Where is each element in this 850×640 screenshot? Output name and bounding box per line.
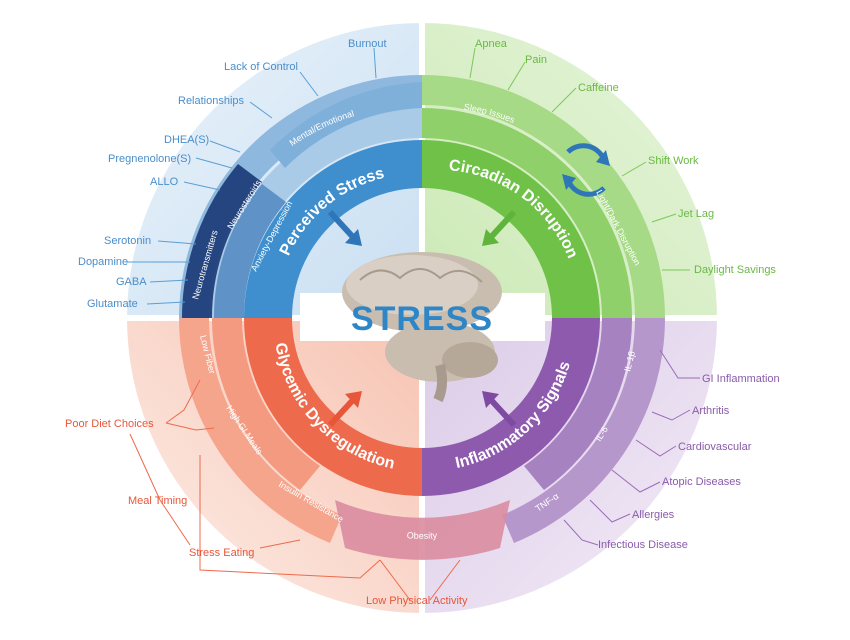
perceived-stress-quadrant — [179, 75, 422, 318]
label-allo: ALLO — [150, 176, 179, 188]
label-caffeine: Caffeine — [578, 82, 619, 94]
label-daylight-savings: Daylight Savings — [694, 264, 776, 276]
perceived-outer-labels: Burnout Lack of Control Relationships DH… — [78, 38, 387, 310]
label-burnout: Burnout — [348, 38, 387, 50]
obesity-band — [335, 500, 510, 560]
circadian-quadrant — [422, 75, 665, 318]
inflammatory-outer-labels: GI Inflammation Arthritis Cardiovascular… — [598, 373, 780, 551]
glycemic-outer-labels: Poor Diet Choices Meal Timing Stress Eat… — [65, 418, 468, 607]
label-serotonin: Serotonin — [104, 235, 151, 247]
label-shift-work: Shift Work — [648, 155, 699, 167]
center-arrows — [327, 209, 517, 428]
leader-lines — [126, 47, 700, 601]
circadian-outer-labels: Apnea Pain Caffeine Shift Work Jet Lag D… — [475, 38, 776, 276]
label-dopamine: Dopamine — [78, 256, 128, 268]
label-low-physical-activity: Low Physical Activity — [366, 595, 468, 607]
label-apnea: Apnea — [475, 38, 508, 50]
label-gaba: GABA — [116, 276, 147, 288]
label-allergies: Allergies — [632, 509, 675, 521]
label-cardiovascular: Cardiovascular — [678, 441, 752, 453]
label-pregnenolone: Pregnenolone(S) — [108, 153, 191, 165]
label-meal-timing: Meal Timing — [128, 495, 187, 507]
il1b-label: IL-1β — [622, 350, 637, 372]
label-lack-of-control: Lack of Control — [224, 61, 298, 73]
label-stress-eating: Stress Eating — [189, 547, 254, 559]
label-poor-diet-choices: Poor Diet Choices — [65, 418, 154, 430]
label-infectious-disease: Infectious Disease — [598, 539, 688, 551]
label-jet-lag: Jet Lag — [678, 208, 714, 220]
inflammatory-quadrant — [422, 318, 666, 543]
cycle-arrows-icon — [562, 143, 610, 197]
label-atopic-diseases: Atopic Diseases — [662, 476, 741, 488]
obesity-label: Obesity — [407, 530, 438, 541]
label-relationships: Relationships — [178, 95, 245, 107]
label-arthritis: Arthritis — [692, 405, 730, 417]
label-gi-inflammation: GI Inflammation — [702, 373, 780, 385]
label-dhea: DHEA(S) — [164, 134, 209, 146]
label-glutamate: Glutamate — [87, 298, 138, 310]
stress-title: STRESS — [351, 300, 493, 338]
glycemic-quadrant — [178, 318, 422, 543]
label-pain: Pain — [525, 54, 547, 66]
brain-icon — [342, 252, 502, 403]
